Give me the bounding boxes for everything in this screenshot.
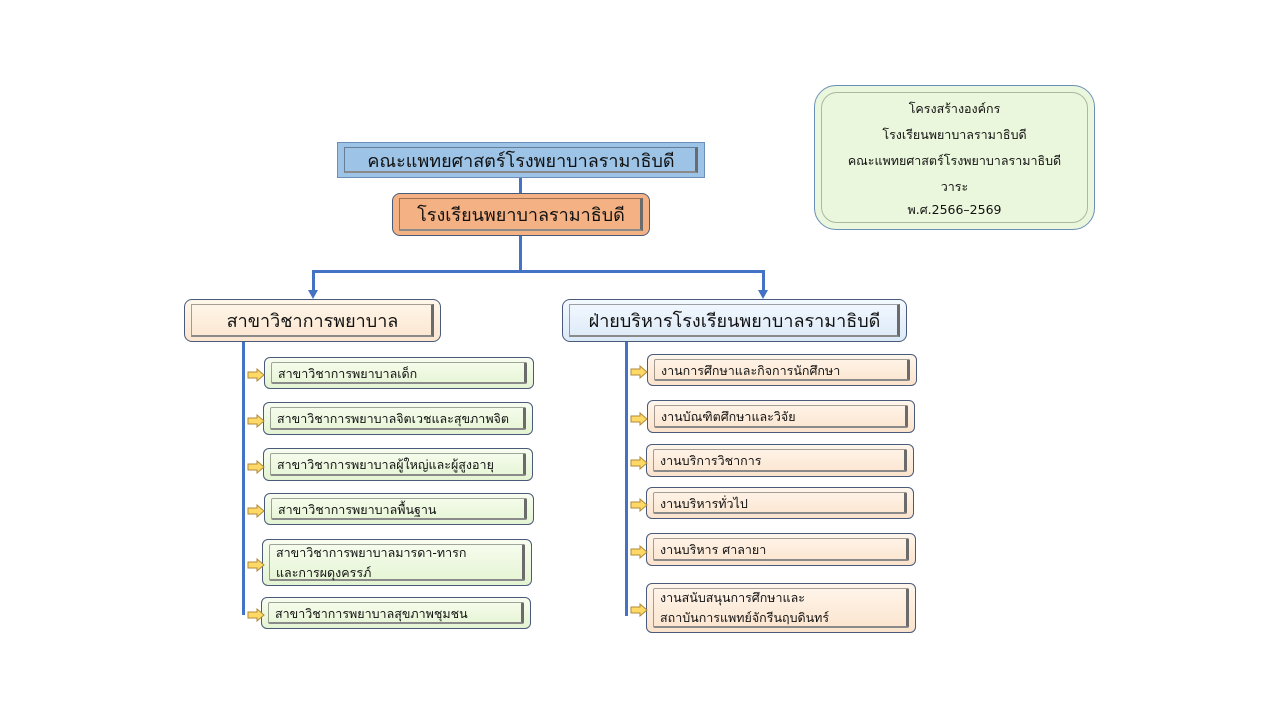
arrow-right-icon: [630, 411, 648, 426]
info-box-inner-border: [821, 92, 1088, 223]
nursing-department-item: สาขาวิชาการพยาบาลจิตเวชและสุขภาพจิต: [263, 402, 533, 435]
connector-school-down: [519, 235, 522, 272]
arrow-right-icon: [247, 557, 265, 572]
nursing-department-item: สาขาวิชาการพยาบาลสุขภาพชุมชน: [261, 597, 531, 629]
arrow-right-icon: [247, 413, 265, 428]
arrow-right-icon: [630, 364, 648, 380]
info-line-5: พ.ศ.2566–2569: [907, 202, 1002, 217]
left-spine: [242, 342, 245, 615]
connector-faculty-school: [519, 177, 522, 193]
administration-unit-item-label: งานสนับสนุนการศึกษาและ สถาบันการแพทย์จัก…: [660, 590, 830, 625]
arrow-right-icon: [630, 497, 648, 513]
faculty-box: คณะแพทยศาสตร์โรงพยาบาลรามาธิบดี: [337, 142, 705, 178]
administration-unit-item: งานการศึกษาและกิจการนักศึกษา: [647, 354, 917, 386]
arrow-right-icon: [247, 503, 265, 519]
nursing-department-item-label: สาขาวิชาการพยาบาลเด็ก: [278, 365, 418, 381]
administration-box: ฝ่ายบริหารโรงเรียนพยาบาลรามาธิบดี: [562, 299, 907, 342]
right-spine: [625, 340, 628, 616]
connector-horizontal: [312, 270, 765, 273]
arrow-right-icon: [630, 544, 648, 559]
nursing-department-item: สาขาวิชาการพยาบาลพื้นฐาน: [264, 493, 534, 525]
connector-right-drop: [762, 270, 765, 290]
administration-unit-item-label: งานบัณฑิตศึกษาและวิจัย: [661, 409, 796, 424]
nursing-departments-title: สาขาวิชาการพยาบาล: [226, 311, 399, 332]
arrow-right-icon: [247, 367, 265, 383]
arrow-right-icon: [630, 455, 648, 470]
info-line-2: โรงเรียนพยาบาลรามาธิบดี: [882, 127, 1027, 142]
faculty-title: คณะแพทยศาสตร์โรงพยาบาลรามาธิบดี: [367, 150, 675, 172]
school-box: โรงเรียนพยาบาลรามาธิบดี: [392, 193, 650, 236]
info-box-text: โครงสร้างองค์กร โรงเรียนพยาบาลรามาธิบดี …: [815, 86, 1094, 223]
info-line-4: วาระ: [940, 179, 969, 194]
nursing-department-item-label: สาขาวิชาการพยาบาลสุขภาพชุมชน: [275, 605, 468, 621]
nursing-department-item: สาขาวิชาการพยาบาลเด็ก: [264, 357, 534, 389]
administration-unit-item-label: งานบริการวิชาการ: [660, 453, 762, 468]
info-box: โครงสร้างองค์กร โรงเรียนพยาบาลรามาธิบดี …: [814, 85, 1095, 230]
nursing-department-item: สาขาวิชาการพยาบาลผู้ใหญ่และผู้สูงอายุ: [263, 448, 533, 481]
nursing-departments-box: สาขาวิชาการพยาบาล: [184, 299, 441, 342]
nursing-department-item-label: สาขาวิชาการพยาบาลผู้ใหญ่และผู้สูงอายุ: [277, 457, 494, 472]
administration-unit-item-label: งานการศึกษาและกิจการนักศึกษา: [661, 362, 841, 378]
arrow-down-right-icon: [758, 290, 768, 299]
administration-unit-item-label: งานบริหารทั่วไป: [660, 495, 748, 511]
administration-unit-item-label: งานบริหาร ศาลายา: [660, 542, 767, 557]
arrow-right-icon: [630, 602, 648, 618]
administration-unit-item: งานบัณฑิตศึกษาและวิจัย: [647, 400, 915, 433]
connector-left-drop: [312, 270, 315, 290]
arrow-right-icon: [247, 459, 265, 474]
administration-title: ฝ่ายบริหารโรงเรียนพยาบาลรามาธิบดี: [588, 311, 881, 332]
nursing-department-item: สาขาวิชาการพยาบาลมารดา-ทารก และการผดุงคร…: [262, 539, 532, 586]
info-line-1: โครงสร้างองค์กร: [908, 101, 1001, 116]
nursing-department-item-label: สาขาวิชาการพยาบาลพื้นฐาน: [278, 501, 437, 517]
arrow-down-left-icon: [308, 290, 318, 299]
nursing-department-item-label: สาขาวิชาการพยาบาลมารดา-ทารก และการผดุงคร…: [276, 544, 467, 580]
nursing-department-item-label: สาขาวิชาการพยาบาลจิตเวชและสุขภาพจิต: [277, 411, 509, 426]
arrow-right-icon: [247, 607, 265, 623]
administration-unit-item: งานบริการวิชาการ: [646, 444, 914, 477]
administration-unit-item: งานบริหาร ศาลายา: [646, 533, 916, 566]
info-line-3: คณะแพทยศาสตร์โรงพยาบาลรามาธิบดี: [847, 153, 1062, 168]
administration-unit-item: งานบริหารทั่วไป: [646, 487, 914, 519]
administration-unit-item: งานสนับสนุนการศึกษาและ สถาบันการแพทย์จัก…: [646, 583, 916, 633]
school-title: โรงเรียนพยาบาลรามาธิบดี: [417, 205, 625, 226]
